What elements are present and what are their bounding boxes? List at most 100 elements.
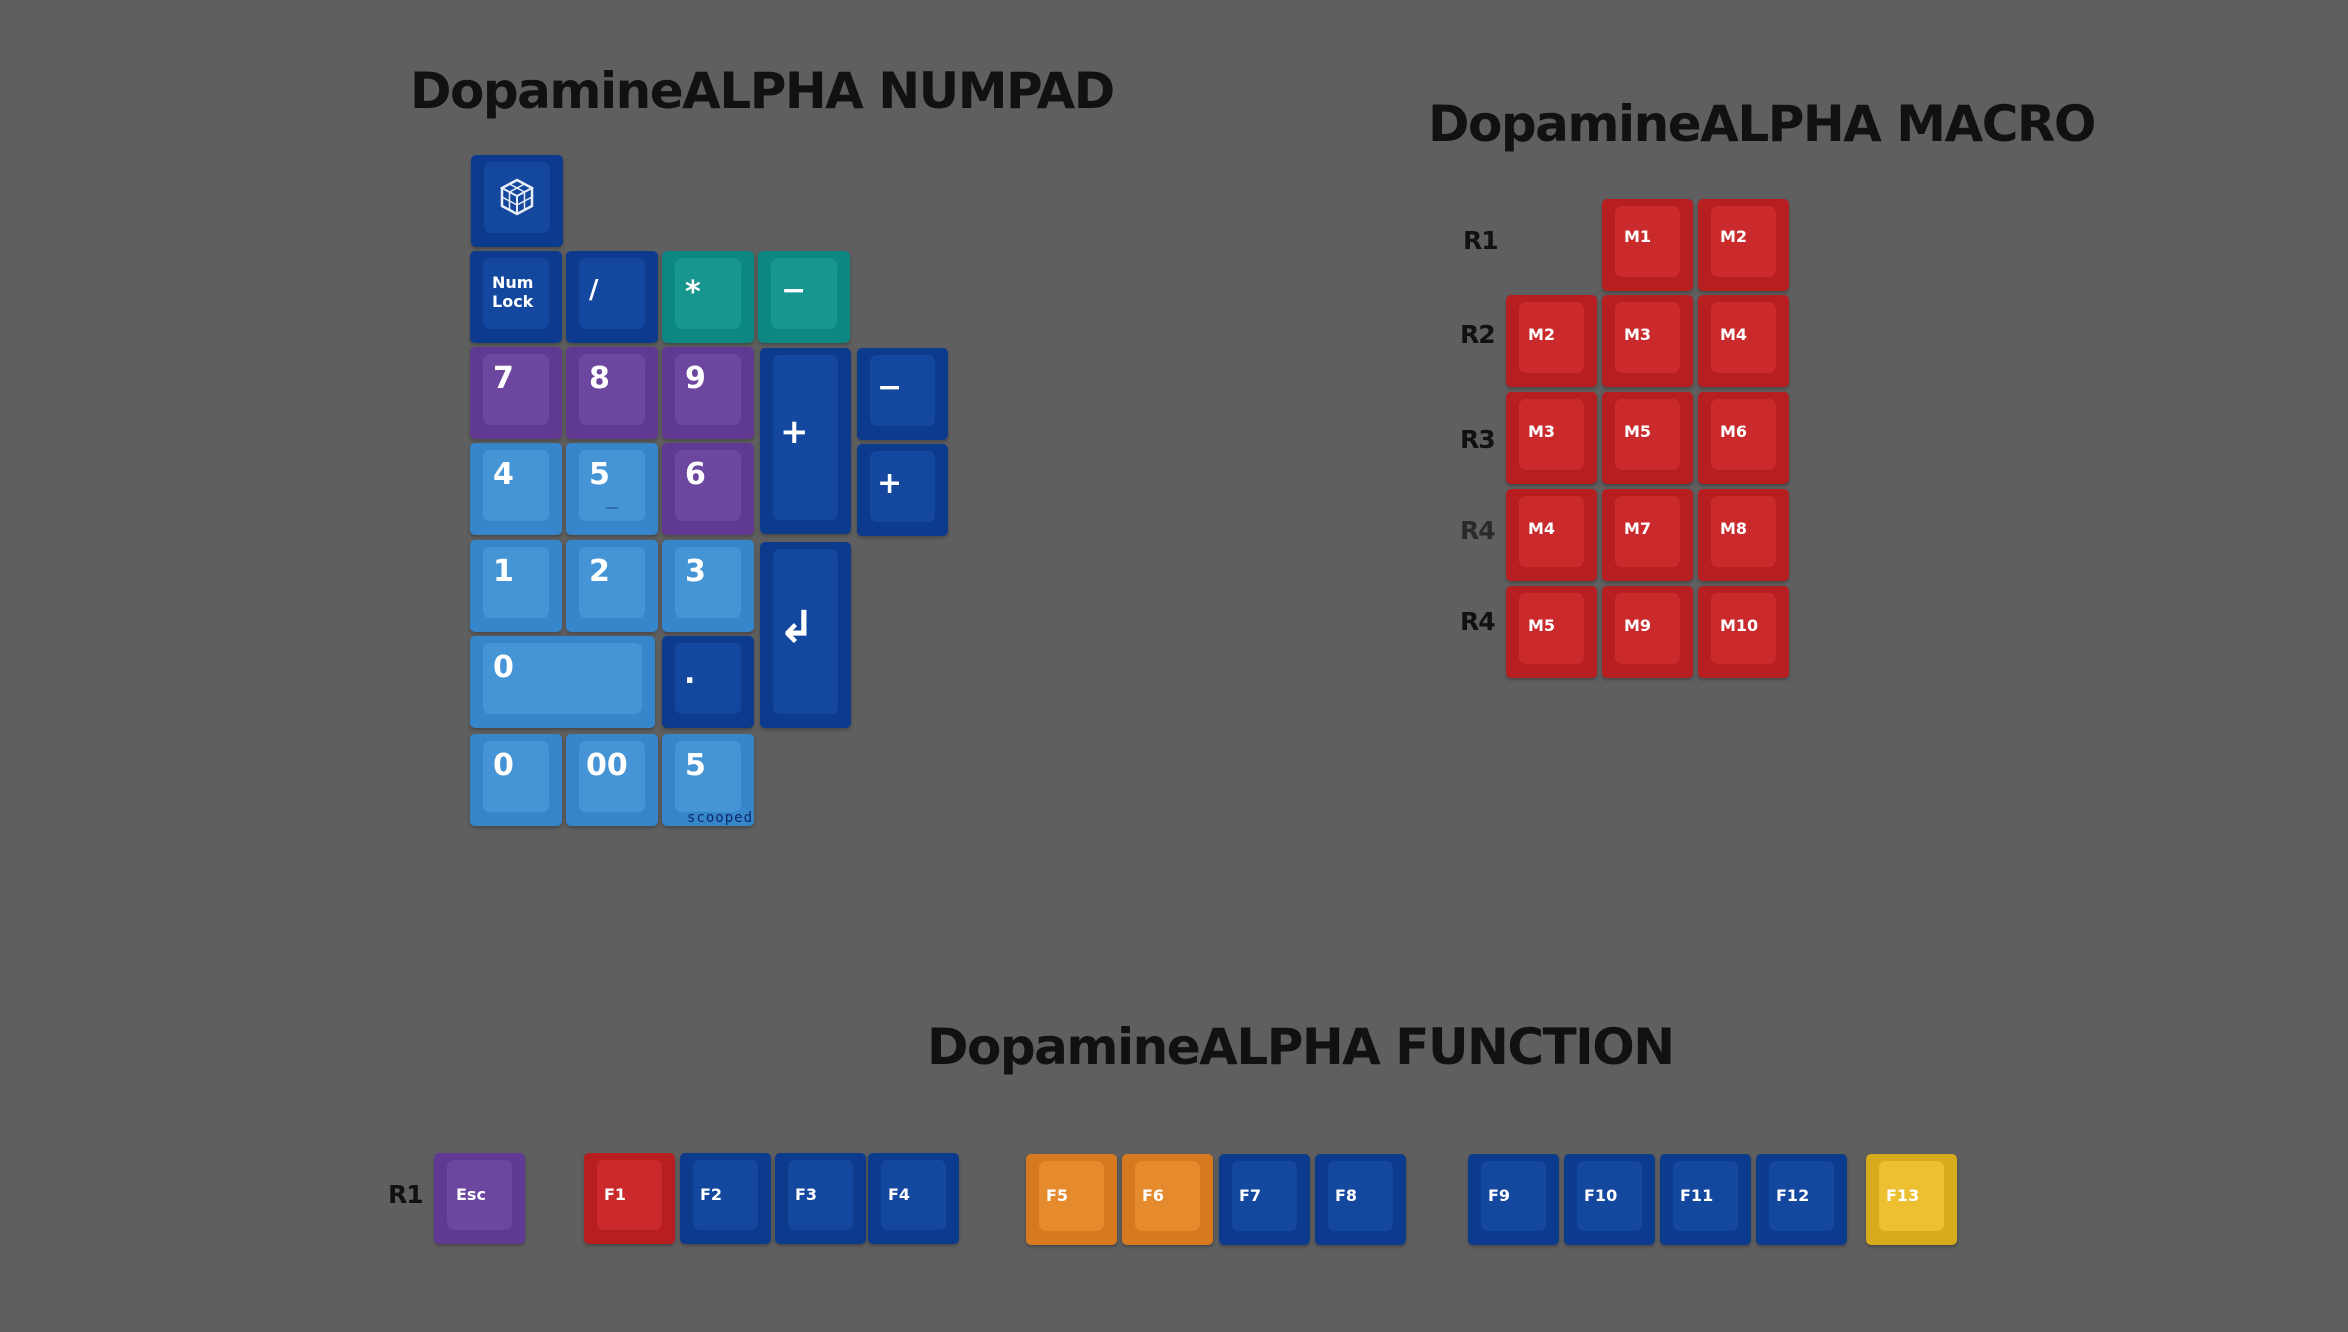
macro-key-legend: M1 <box>1624 227 1652 246</box>
macro-key[interactable]: M4 <box>1506 489 1597 581</box>
minus-key[interactable]: − <box>758 251 850 343</box>
f2-key[interactable]: F2 <box>680 1153 771 1244</box>
key-0-wide-legend: 0 <box>493 650 514 685</box>
key-1[interactable]: 1 <box>470 540 562 632</box>
macro-key-legend: M5 <box>1528 616 1556 635</box>
f3-key[interactable]: F3 <box>775 1153 866 1244</box>
function-title: DopamineALPHA FUNCTION <box>927 1018 1675 1076</box>
macro-key-legend: M3 <box>1528 422 1556 441</box>
scooped-note: scooped <box>687 810 754 826</box>
key-1-legend: 1 <box>493 554 514 589</box>
key-0[interactable]: 0 <box>470 734 562 826</box>
key-0-legend: 0 <box>493 748 514 783</box>
macro-row-label: R4 <box>1460 607 1496 636</box>
minus-extra-key[interactable]: − <box>857 348 948 440</box>
macro-key-legend: M5 <box>1624 422 1652 441</box>
key-4[interactable]: 4 <box>470 443 562 535</box>
f12-legend: F12 <box>1776 1186 1810 1205</box>
f10-legend: F10 <box>1584 1186 1618 1205</box>
f10-key[interactable]: F10 <box>1564 1154 1655 1245</box>
f2-legend: F2 <box>700 1185 723 1204</box>
multiply-key[interactable]: * <box>662 251 754 343</box>
key-2[interactable]: 2 <box>566 540 658 632</box>
key-5[interactable]: 5 <box>566 443 658 535</box>
numlock-key[interactable]: Num Lock <box>470 251 562 343</box>
macro-key[interactable]: M3 <box>1506 392 1597 484</box>
macro-key[interactable]: M9 <box>1602 586 1693 678</box>
f12-key[interactable]: F12 <box>1756 1154 1847 1245</box>
macro-key-legend: M9 <box>1624 616 1652 635</box>
key-8[interactable]: 8 <box>566 347 658 439</box>
f5-key[interactable]: F5 <box>1026 1154 1117 1245</box>
macro-key[interactable]: M2 <box>1698 199 1789 291</box>
key-9[interactable]: 9 <box>662 347 754 439</box>
f9-key[interactable]: F9 <box>1468 1154 1559 1245</box>
macro-key[interactable]: M6 <box>1698 392 1789 484</box>
macro-key[interactable]: M5 <box>1602 392 1693 484</box>
macro-key-legend: M3 <box>1624 325 1652 344</box>
macro-key-legend: M8 <box>1720 519 1748 538</box>
key-5-scooped-legend: 5 <box>685 748 706 783</box>
macro-title: DopamineALPHA MACRO <box>1428 95 2096 153</box>
plus-tall-legend: + <box>780 412 809 452</box>
f3-legend: F3 <box>795 1185 818 1204</box>
f4-key[interactable]: F4 <box>868 1153 959 1244</box>
f6-legend: F6 <box>1142 1186 1165 1205</box>
numlock-legend: Num Lock <box>492 273 534 312</box>
esc-legend: Esc <box>456 1185 486 1204</box>
f9-legend: F9 <box>1488 1186 1511 1205</box>
macro-key[interactable]: M5 <box>1506 586 1597 678</box>
macro-key[interactable]: M8 <box>1698 489 1789 581</box>
macro-row-label: R1 <box>1463 226 1499 255</box>
f5-legend: F5 <box>1046 1186 1069 1205</box>
f4-legend: F4 <box>888 1185 911 1204</box>
macro-key[interactable]: M10 <box>1698 586 1789 678</box>
enter-key[interactable]: ↲ <box>760 542 851 728</box>
esc-key[interactable]: Esc <box>434 1153 525 1244</box>
f7-key[interactable]: F7 <box>1219 1154 1310 1245</box>
macro-row-label: R3 <box>1460 425 1496 454</box>
dot-key[interactable]: . <box>662 636 754 728</box>
f6-key[interactable]: F6 <box>1122 1154 1213 1245</box>
f1-key[interactable]: F1 <box>584 1153 675 1244</box>
key-2-legend: 2 <box>589 554 610 589</box>
numpad-title: DopamineALPHA NUMPAD <box>410 62 1115 120</box>
f13-key[interactable]: F13 <box>1866 1154 1957 1245</box>
key-5-scooped[interactable]: 5 <box>662 734 754 826</box>
macro-row-label: R4 <box>1460 516 1496 545</box>
f11-key[interactable]: F11 <box>1660 1154 1751 1245</box>
key-8-legend: 8 <box>589 361 610 396</box>
key-0-wide[interactable]: 0 <box>470 636 655 728</box>
cube-logo-icon <box>499 178 535 216</box>
key-7[interactable]: 7 <box>470 347 562 439</box>
macro-key[interactable]: M1 <box>1602 199 1693 291</box>
key-5-legend: 5 <box>589 457 610 492</box>
macro-row-label: R2 <box>1460 320 1496 349</box>
logo-key[interactable] <box>471 155 563 247</box>
divide-legend: / <box>589 275 599 305</box>
key-3[interactable]: 3 <box>662 540 754 632</box>
macro-key[interactable]: M7 <box>1602 489 1693 581</box>
key-4-legend: 4 <box>493 457 514 492</box>
macro-key[interactable]: M4 <box>1698 295 1789 387</box>
key-00[interactable]: 00 <box>566 734 658 826</box>
enter-arrow-icon: ↲ <box>778 602 815 653</box>
plus-tall-key[interactable]: + <box>760 348 851 534</box>
key-6[interactable]: 6 <box>662 443 754 535</box>
key-7-legend: 7 <box>493 361 514 396</box>
key-6-legend: 6 <box>685 457 706 492</box>
key-00-legend: 00 <box>586 748 628 783</box>
key-9-legend: 9 <box>685 361 706 396</box>
minus-legend: − <box>781 273 807 308</box>
f7-legend: F7 <box>1239 1186 1262 1205</box>
dot-legend: . <box>684 656 696 691</box>
macro-key[interactable]: M3 <box>1602 295 1693 387</box>
f8-key[interactable]: F8 <box>1315 1154 1406 1245</box>
macro-key-legend: M7 <box>1624 519 1652 538</box>
macro-key-legend: M2 <box>1720 227 1748 246</box>
macro-key[interactable]: M2 <box>1506 295 1597 387</box>
divide-key[interactable]: / <box>566 251 658 343</box>
macro-key-legend: M2 <box>1528 325 1556 344</box>
f8-legend: F8 <box>1335 1186 1358 1205</box>
plus-extra-key[interactable]: + <box>857 444 948 536</box>
